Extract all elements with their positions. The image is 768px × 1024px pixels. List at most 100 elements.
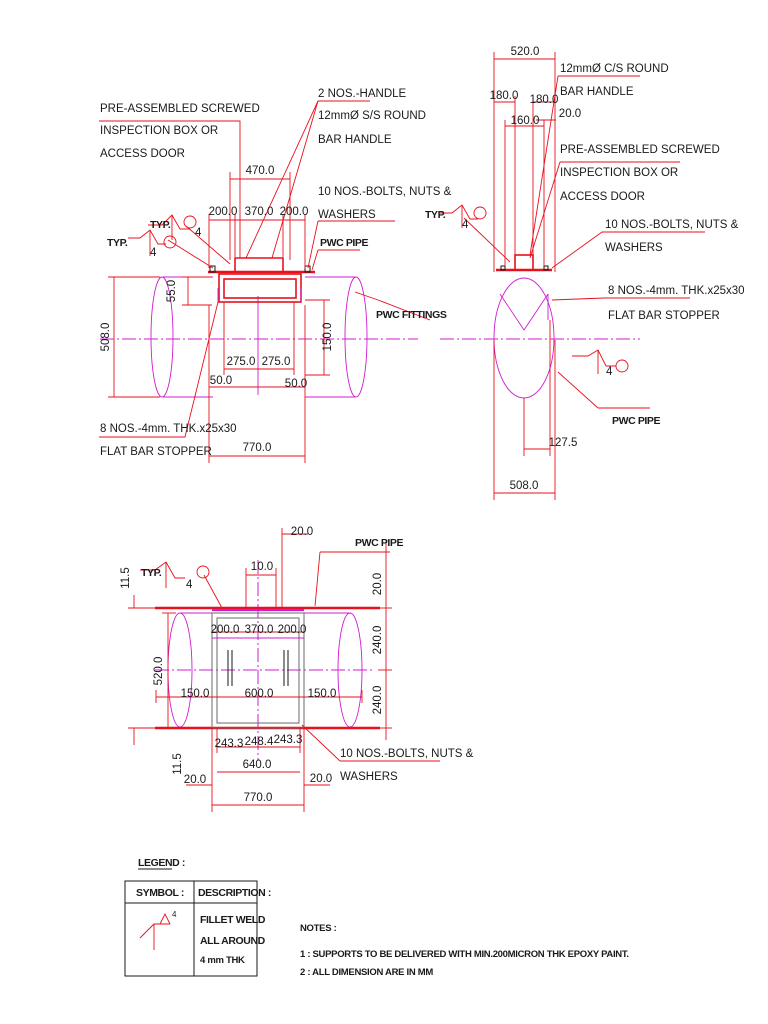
access-door-label-line1: PRE-ASSEMBLED SCREWED (100, 103, 260, 115)
dim-240-upper: 240.0 (372, 626, 384, 655)
plan-access-box (155, 606, 380, 730)
side-pwc-pipe-label: PWC PIPE (612, 415, 661, 427)
legend-desc-line1: FILLET WELD (200, 914, 266, 926)
plan-weld-size: 4 (186, 579, 193, 591)
legend-weld-size: 4 (172, 910, 177, 919)
side-bolts-label-line1: 10 NOS.-BOLTS, NUTS & (605, 219, 739, 231)
plan-labels: PWC PIPE 10 NOS.-BOLTS, NUTS & WASHERS T… (141, 537, 474, 783)
front-labels: PRE-ASSEMBLED SCREWED INSPECTION BOX OR … (100, 88, 452, 458)
front-weld-size-upper: 4 (195, 227, 202, 239)
legend-desc-line3: 4 mm THK (200, 955, 245, 966)
front-pwc-fittings-label: PWC FITTINGS (376, 309, 447, 321)
front-access-box (208, 257, 315, 303)
access-door-label-line2: INSPECTION BOX OR (100, 125, 218, 137)
dim-770-front: 770.0 (243, 442, 272, 454)
front-bolts-label-line2: WASHERS (318, 209, 376, 221)
note-1: 1 : SUPPORTS TO BE DELIVERED WITH MIN.20… (300, 949, 629, 960)
plan-bolts-label-line1: 10 NOS.-BOLTS, NUTS & (340, 748, 474, 760)
dim-160: 160.0 (511, 115, 540, 127)
front-bolts-label-line1: 10 NOS.-BOLTS, NUTS & (318, 186, 452, 198)
dim-127-5: 127.5 (549, 437, 578, 449)
front-handle-label-line3: BAR HANDLE (318, 134, 392, 146)
dim-243-3-right: 243.3 (274, 734, 303, 746)
plan-weld-symbol (140, 561, 210, 588)
dim-508-front: 508.0 (100, 323, 112, 352)
dim-640: 640.0 (243, 759, 272, 771)
side-typ-label: TYP. (425, 209, 446, 221)
front-weld-size-lower: 4 (150, 247, 157, 259)
dim-20-left: 20.0 (184, 774, 206, 786)
dim-50-right: 50.0 (285, 378, 307, 390)
dim-150-right: 150.0 (308, 688, 337, 700)
plan-pwc-pipe-label: PWC PIPE (355, 537, 404, 549)
side-stopper-label-line1: 8 NOS.-4mm. THK.x25x30 (608, 285, 745, 297)
plan-view: PWC PIPE 10 NOS.-BOLTS, NUTS & WASHERS T… (120, 526, 474, 812)
front-weld-symbols (128, 214, 197, 256)
dim-520-plan: 520.0 (153, 657, 165, 686)
dim-50-left: 50.0 (210, 375, 232, 387)
note-2: 2 : ALL DIMENSION ARE IN MM (300, 967, 433, 978)
dim-180-left: 180.0 (490, 90, 519, 102)
plan-dimension-lines (128, 528, 392, 812)
front-dimension-lines (108, 172, 330, 463)
front-typ-label-lower: TYP. (107, 237, 128, 249)
dim-370-plan: 370.0 (245, 624, 274, 636)
dim-508-side: 508.0 (510, 480, 539, 492)
front-stopper-label-line1: 8 NOS.-4mm. THK.x25x30 (100, 423, 237, 435)
side-weld-symbols (440, 204, 629, 374)
dim-243-3-left: 243.3 (215, 738, 244, 750)
dim-470: 470.0 (246, 165, 275, 177)
legend-desc-line2: ALL AROUND (200, 935, 266, 947)
front-view: PRE-ASSEMBLED SCREWED INSPECTION BOX OR … (99, 88, 452, 463)
dim-55: 55.0 (166, 280, 178, 302)
dim-520-side: 520.0 (511, 46, 540, 58)
plan-dimension-values: 20.0 10.0 11.5 520.0 200.0 370.0 200.0 1… (120, 526, 384, 804)
dim-20-right: 20.0 (310, 773, 332, 785)
dim-370: 370.0 (245, 206, 274, 218)
legend-table (124, 880, 258, 977)
dim-248-4: 248.4 (245, 736, 274, 748)
side-access-door-label-line2: INSPECTION BOX OR (560, 167, 678, 179)
dim-200-plan-left: 200.0 (211, 624, 240, 636)
front-handle-label-line1: 2 NOS.-HANDLE (318, 88, 407, 100)
side-dimension-lines (493, 52, 556, 500)
dim-770-plan: 770.0 (244, 792, 273, 804)
side-weld-size-upper: 4 (462, 219, 469, 231)
dim-11-5-bottom: 11.5 (172, 753, 184, 775)
dim-200-right: 200.0 (280, 206, 309, 218)
side-dimension-values: 520.0 180.0 180.0 160.0 20.0 127.5 508.0 (490, 46, 582, 492)
dim-240-lower: 240.0 (372, 686, 384, 715)
side-access-door-label-line3: ACCESS DOOR (560, 191, 645, 203)
notes-title: NOTES : (300, 923, 337, 934)
front-pipe (100, 276, 418, 398)
side-bolts-label-line2: WASHERS (605, 242, 663, 254)
side-access-door-label-line1: PRE-ASSEMBLED SCREWED (560, 144, 720, 156)
dim-20-right-vertical: 20.0 (372, 573, 384, 595)
front-dimension-values: 470.0 200.0 370.0 200.0 55.0 508.0 150.0… (100, 165, 334, 454)
side-access-box (496, 254, 552, 272)
legend-title: LEGEND : (138, 857, 185, 869)
dim-11-5-top: 11.5 (120, 567, 132, 589)
side-leaders (463, 75, 705, 409)
dim-10: 10.0 (251, 561, 273, 573)
side-labels: 12mmØ C/S ROUND BAR HANDLE PRE-ASSEMBLED… (425, 63, 745, 427)
front-typ-label-upper: TYP. (150, 219, 171, 231)
dim-275-right: 275.0 (262, 356, 291, 368)
notes: NOTES : 1 : SUPPORTS TO BE DELIVERED WIT… (300, 923, 629, 978)
dim-150: 150.0 (322, 323, 334, 352)
front-leaders (99, 100, 431, 438)
front-pwc-pipe-label: PWC PIPE (320, 237, 369, 249)
dim-200-plan-right: 200.0 (278, 624, 307, 636)
dim-275-left: 275.0 (227, 356, 256, 368)
legend: LEGEND : SYMBOL : DESCRIPTION : 4 FILLET… (124, 857, 271, 977)
side-handle-label-line2: BAR HANDLE (560, 86, 634, 98)
plan-typ-label: TYP. (141, 567, 162, 579)
side-stopper-label-line2: FLAT BAR STOPPER (608, 310, 720, 322)
dim-180-right: 180.0 (530, 94, 559, 106)
side-handle-label-line1: 12mmØ C/S ROUND (560, 63, 669, 75)
access-door-label-line3: ACCESS DOOR (100, 148, 185, 160)
dim-150-left: 150.0 (181, 688, 210, 700)
dim-600: 600.0 (245, 688, 274, 700)
plan-leaders (203, 551, 440, 762)
